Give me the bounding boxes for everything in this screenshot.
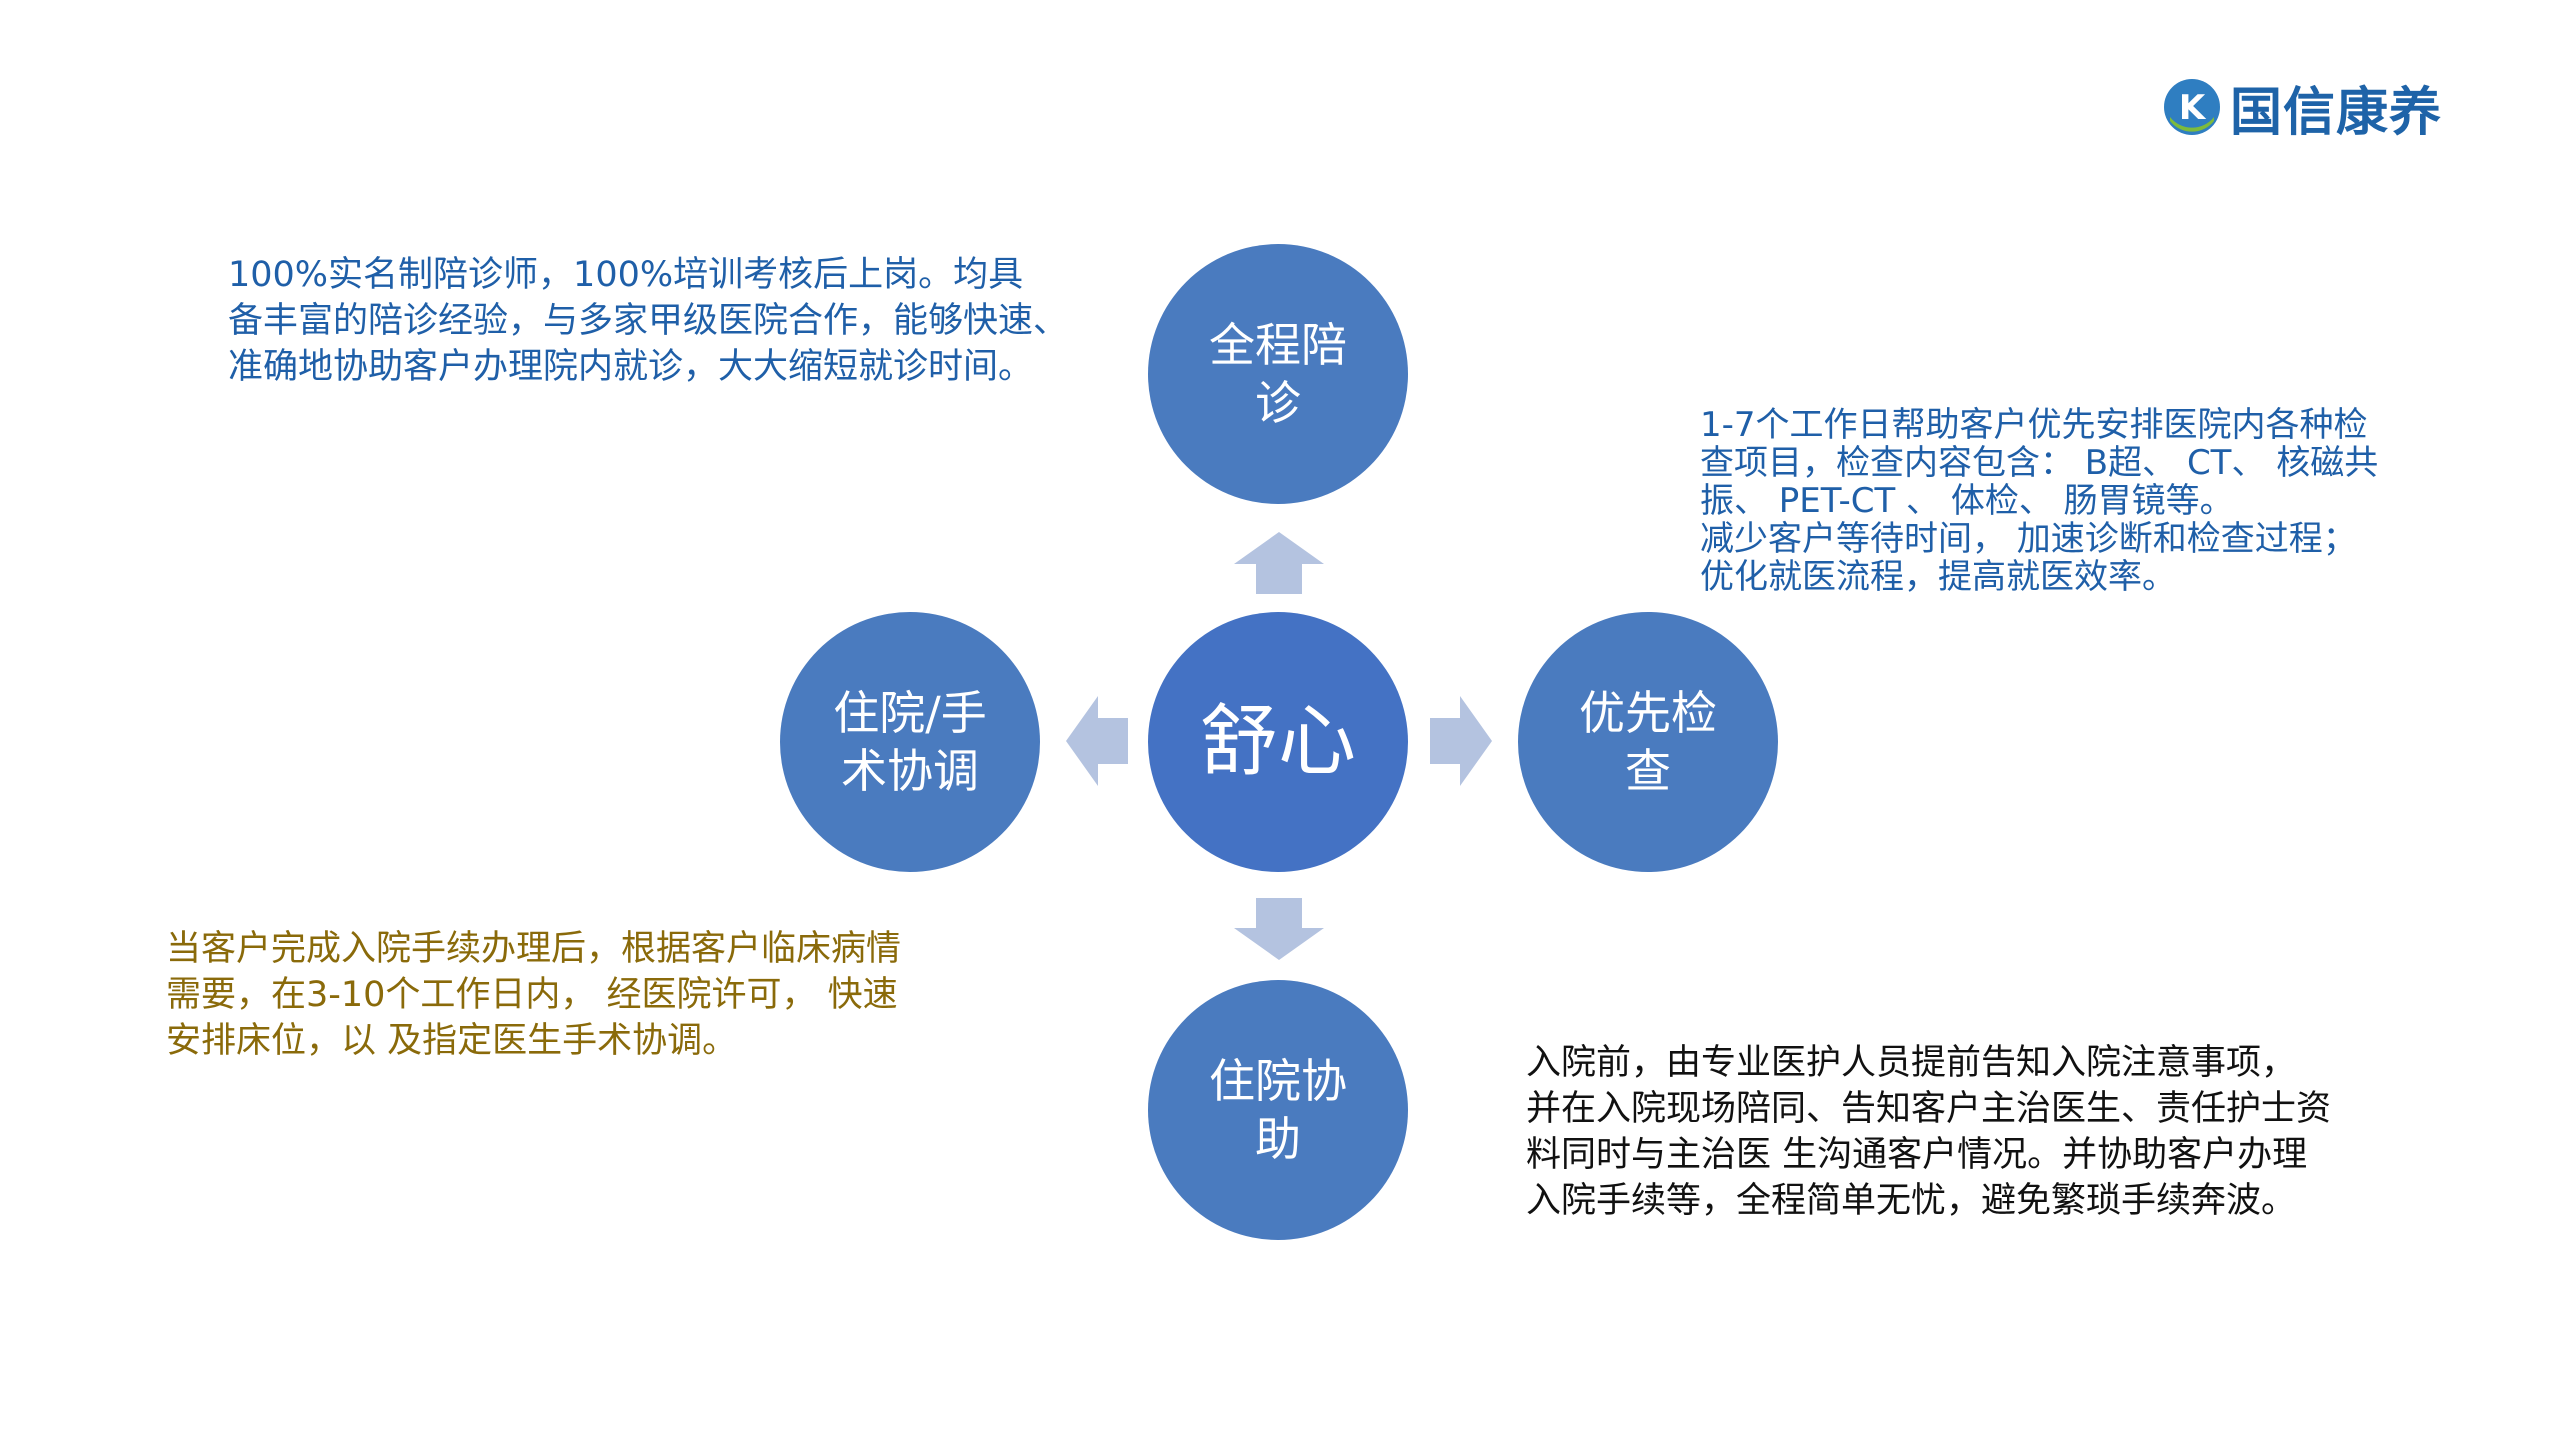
node-priority-check: 优先检 查: [1518, 612, 1778, 872]
description-hospital-surgery-coordination: 当客户完成入院手续办理后，根据客户临床病情 需要，在3-10个工作日内， 经医院…: [166, 929, 902, 1061]
arrow-left-icon: [1066, 696, 1128, 786]
arrow-down-icon: [1234, 898, 1324, 960]
description-priority-check: 1-7个工作日帮助客户优先安排医院内各种检 查项目，检查内容包含： B超、 CT…: [1700, 405, 2379, 597]
logo-mark-letter: K: [2179, 88, 2207, 128]
logo-k-icon: K: [2164, 79, 2220, 135]
node-hospital-assist: 住院协 助: [1148, 980, 1408, 1240]
node-full-escort: 全程陪 诊: [1148, 244, 1408, 504]
node-hospital-surgery-coordination: 住院/手 术协调: [780, 612, 1040, 872]
node-center: 舒心: [1148, 612, 1408, 872]
brand-logo: K 国信康养: [2162, 72, 2443, 143]
logo-text: 国信康养: [2230, 82, 2443, 143]
description-hospital-assist: 入院前，由专业医护人员提前告知入院注意事项， 并在入院现场陪同、告知客户主治医生…: [1526, 1043, 2332, 1221]
description-full-escort: 100%实名制陪诊师，100%培训考核后上岗。均具 备丰富的陪诊经验，与多家甲级…: [228, 255, 1069, 387]
arrow-right-icon: [1430, 696, 1492, 786]
arrow-up-icon: [1234, 532, 1324, 594]
